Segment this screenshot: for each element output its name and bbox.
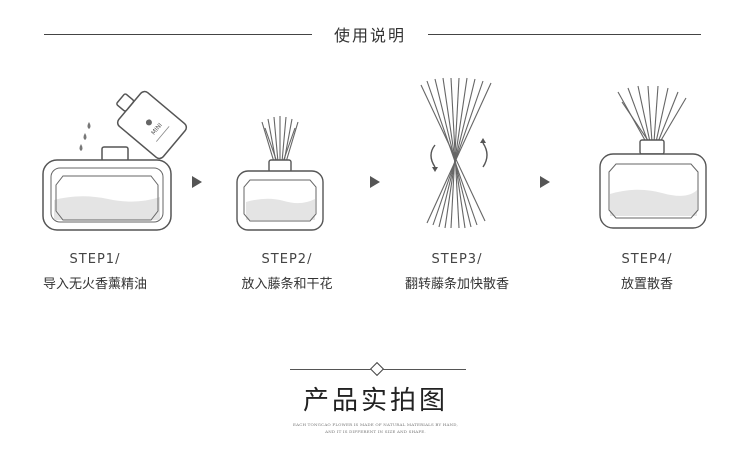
step-1-description: 导入无火香薰精油 bbox=[42, 277, 147, 292]
step-arrow-1 bbox=[192, 176, 202, 188]
step-1-label: STEP1/ bbox=[69, 252, 121, 267]
step-3-label: STEP3/ bbox=[431, 252, 483, 267]
section-title: 使用说明 bbox=[333, 26, 406, 45]
step-4-label: STEP4/ bbox=[621, 252, 673, 267]
flip-reeds-icon bbox=[420, 77, 492, 229]
step-3-description: 翻转藤条加快散香 bbox=[404, 277, 509, 292]
step-arrow-3 bbox=[540, 176, 550, 188]
product-divider-right bbox=[383, 369, 466, 370]
product-caption-line-1: EACH TONGCAO FLOWER IS MADE OF NATURAL M… bbox=[292, 422, 459, 427]
header-divider-left bbox=[44, 34, 312, 35]
product-caption-line-2: AND IT IS DIFFERENT IN SIZE AND SHAPE. bbox=[325, 429, 426, 434]
product-photo-title: 产品实拍图 bbox=[302, 386, 448, 416]
header-divider-right bbox=[428, 34, 701, 35]
step-arrow-2 bbox=[370, 176, 380, 188]
pour-oil-into-bottle-icon: MINI bbox=[42, 90, 188, 231]
diamond-ornament-icon bbox=[369, 361, 385, 377]
reeds-in-bottle-icon bbox=[236, 116, 324, 231]
step-4-description: 放置散香 bbox=[620, 277, 673, 292]
diffuser-ready-icon bbox=[599, 85, 707, 229]
step-2-label: STEP2/ bbox=[261, 252, 313, 267]
step-2-description: 放入藤条和干花 bbox=[241, 277, 333, 292]
product-divider-left bbox=[290, 369, 371, 370]
